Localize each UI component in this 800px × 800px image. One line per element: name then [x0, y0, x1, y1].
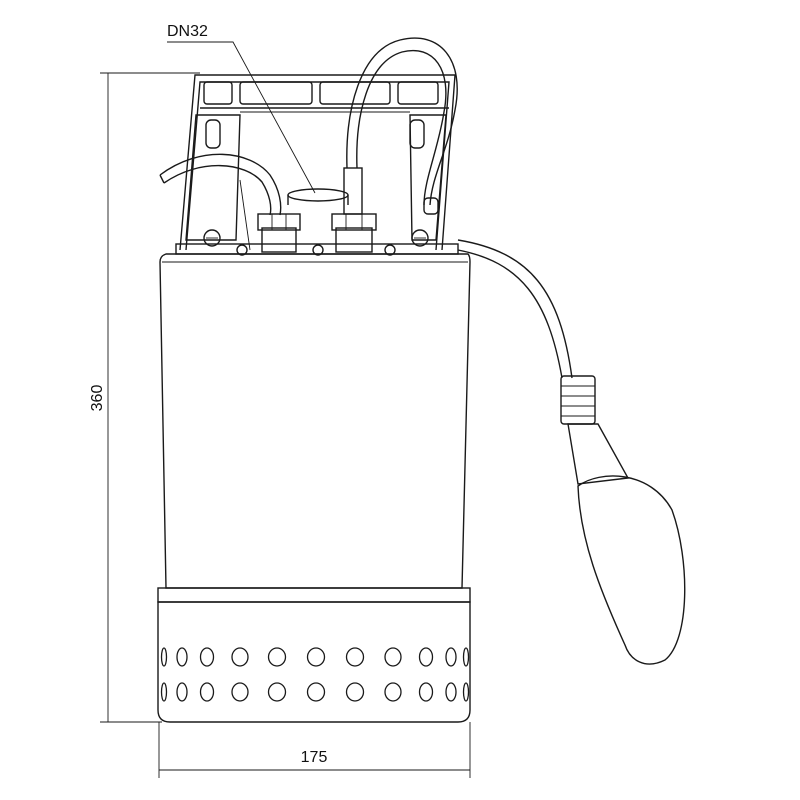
- handle-leg-slot: [409, 119, 425, 149]
- gland-body: [335, 227, 373, 253]
- screw-head: [411, 229, 429, 247]
- handle-frame: [179, 74, 456, 251]
- strainer-hole: [267, 647, 287, 667]
- strainer-hole: [345, 647, 365, 667]
- power-cable-cut-end: [159, 174, 165, 184]
- strainer-hole: [384, 647, 402, 667]
- float-switch: [560, 375, 686, 665]
- outlet-leader-line: [167, 41, 316, 194]
- height-label: 360: [89, 385, 106, 412]
- handle-strut: [239, 179, 251, 251]
- float-cable-loop-outer: [346, 37, 458, 206]
- base-collar: [157, 587, 471, 603]
- strainer-hole: [462, 682, 470, 702]
- top-cap: [175, 188, 459, 256]
- float-connector: [560, 375, 596, 425]
- handle-leg-left: [185, 114, 241, 241]
- power-cable-cut-inner: [163, 164, 272, 216]
- handle-slot: [239, 81, 313, 105]
- handle-slot: [397, 81, 439, 105]
- power-cable-cut-outer: [159, 153, 282, 216]
- handle-leg-right: [409, 114, 447, 241]
- strainer-base: [157, 601, 471, 723]
- float-cable-loop-inner: [356, 49, 447, 206]
- strainer-hole: [306, 682, 326, 702]
- strainer-hole: [231, 647, 249, 667]
- strainer-hole: [176, 682, 188, 702]
- screw-head: [203, 229, 221, 247]
- cable-gland-right: [331, 167, 377, 253]
- bolt-head: [236, 244, 248, 256]
- strainer-hole: [231, 682, 249, 702]
- cable-gland-left: [257, 213, 301, 253]
- outlet-port: [287, 188, 349, 202]
- float-cable-outer: [457, 239, 573, 379]
- strainer-hole: [418, 682, 434, 702]
- strainer-hole: [267, 682, 287, 702]
- strainer-hole: [176, 647, 188, 667]
- float-cable-inner: [457, 249, 563, 379]
- outlet-label: DN32: [167, 23, 208, 40]
- gland-nut: [257, 213, 301, 231]
- handle-outer: [179, 74, 456, 251]
- strainer-hole: [418, 647, 434, 667]
- motor-housing: [159, 253, 471, 589]
- bolt-head: [384, 244, 396, 256]
- width-dimension: 175: [158, 722, 471, 778]
- float-neck: [567, 423, 630, 485]
- strainer-hole: [445, 682, 457, 702]
- strainer-hole: [199, 647, 215, 667]
- handle-leg-slot: [205, 119, 221, 149]
- strainer-hole: [160, 647, 168, 667]
- gland-body: [261, 227, 297, 253]
- strainer-hole: [345, 682, 365, 702]
- height-dimension: 360: [89, 72, 200, 723]
- strainer-hole: [445, 647, 457, 667]
- strainer-hole: [306, 647, 326, 667]
- float-body: [577, 475, 686, 665]
- width-label: 175: [301, 749, 328, 766]
- strainer-hole: [160, 682, 168, 702]
- strainer-hole: [199, 682, 215, 702]
- strainer-hole: [462, 647, 470, 667]
- handle-slot: [203, 81, 233, 105]
- strainer-hole: [384, 682, 402, 702]
- cable-strain-relief: [343, 167, 363, 215]
- cable-clip: [423, 197, 439, 215]
- bolt-head: [312, 244, 324, 256]
- strainer-holes: [160, 647, 470, 702]
- pump-housing: [157, 253, 471, 723]
- outlet-callout: DN32: [167, 23, 316, 194]
- handle-slot: [319, 81, 391, 105]
